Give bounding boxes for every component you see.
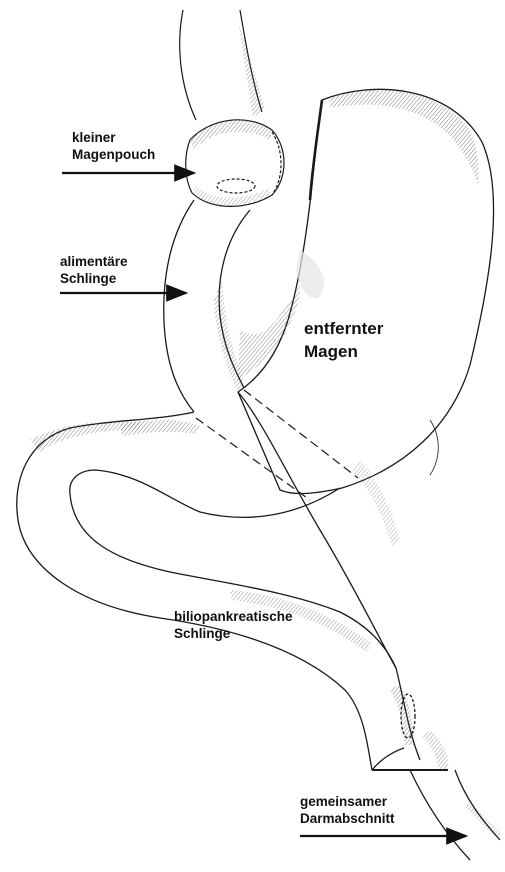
label-small-pouch: kleiner Magenpouch bbox=[72, 130, 155, 164]
label-biliopancreatic-limb-line1: biliopankreatische bbox=[174, 609, 293, 626]
alimentary-limb bbox=[164, 200, 250, 412]
label-remnant-stomach: entfernter Magen bbox=[304, 318, 383, 364]
label-biliopancreatic-limb-line2: Schlinge bbox=[174, 626, 293, 643]
gastric-pouch bbox=[186, 120, 284, 207]
label-biliopancreatic-limb: biliopankreatische Schlinge bbox=[174, 609, 293, 643]
label-alimentary-limb: alimentäre Schlinge bbox=[60, 254, 128, 288]
label-remnant-stomach-line2: Magen bbox=[304, 341, 383, 364]
label-common-channel-line2: Darmabschnitt bbox=[300, 811, 395, 828]
label-small-pouch-line1: kleiner bbox=[72, 130, 155, 147]
label-remnant-stomach-line1: entfernter bbox=[304, 318, 383, 341]
label-alimentary-limb-line2: Schlinge bbox=[60, 271, 128, 288]
label-common-channel: gemeinsamer Darmabschnitt bbox=[300, 794, 395, 828]
label-common-channel-line1: gemeinsamer bbox=[300, 794, 395, 811]
esophagus bbox=[180, 10, 265, 120]
common-channel bbox=[372, 668, 500, 860]
label-small-pouch-line2: Magenpouch bbox=[72, 147, 155, 164]
label-alimentary-limb-line1: alimentäre bbox=[60, 254, 128, 271]
